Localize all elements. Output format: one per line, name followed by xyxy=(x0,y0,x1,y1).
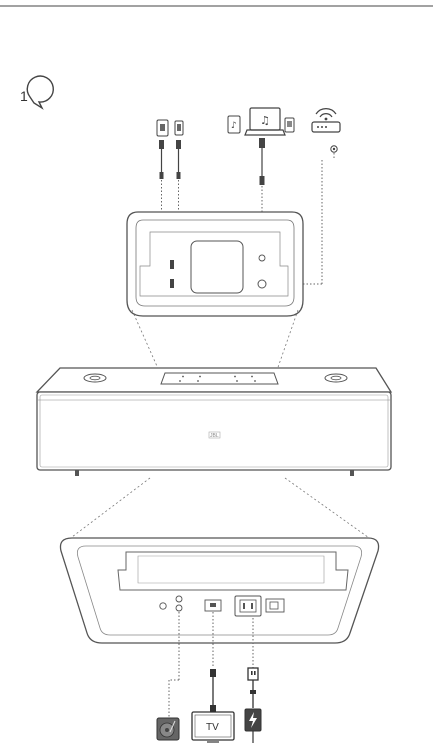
tv-icon: TV xyxy=(192,712,234,742)
optical-cable xyxy=(210,669,216,713)
svg-text:♫: ♫ xyxy=(260,114,270,127)
speaker: JBL xyxy=(37,368,391,476)
step-badge: 1 xyxy=(20,76,53,108)
laptop-icon: ♫ xyxy=(245,108,285,135)
smartphone-icon xyxy=(175,121,183,135)
step-number: 1 xyxy=(20,88,28,104)
power-plug-icon xyxy=(245,709,261,743)
aux-cable-right xyxy=(176,140,181,179)
ethernet-port-icon xyxy=(331,146,337,152)
turntable-icon xyxy=(157,718,179,740)
aux-port xyxy=(170,279,174,288)
brand-label: JBL xyxy=(210,433,219,439)
smartphone-icon xyxy=(157,120,168,136)
music-note-icon: ♪ xyxy=(228,116,240,133)
smartphone-icon xyxy=(285,118,294,132)
tv-label: TV xyxy=(206,722,219,733)
laptop-cable xyxy=(259,138,265,185)
back-panel xyxy=(60,538,378,643)
aux-port xyxy=(170,260,174,269)
svg-text:♪: ♪ xyxy=(231,121,237,131)
dotted-guides-back xyxy=(68,478,372,540)
power-cable xyxy=(248,668,258,708)
dotted-guides-dock xyxy=(132,310,298,373)
dock-closeup xyxy=(127,212,303,316)
aux-cable-left xyxy=(159,140,164,179)
wifi-router-icon xyxy=(312,109,340,132)
